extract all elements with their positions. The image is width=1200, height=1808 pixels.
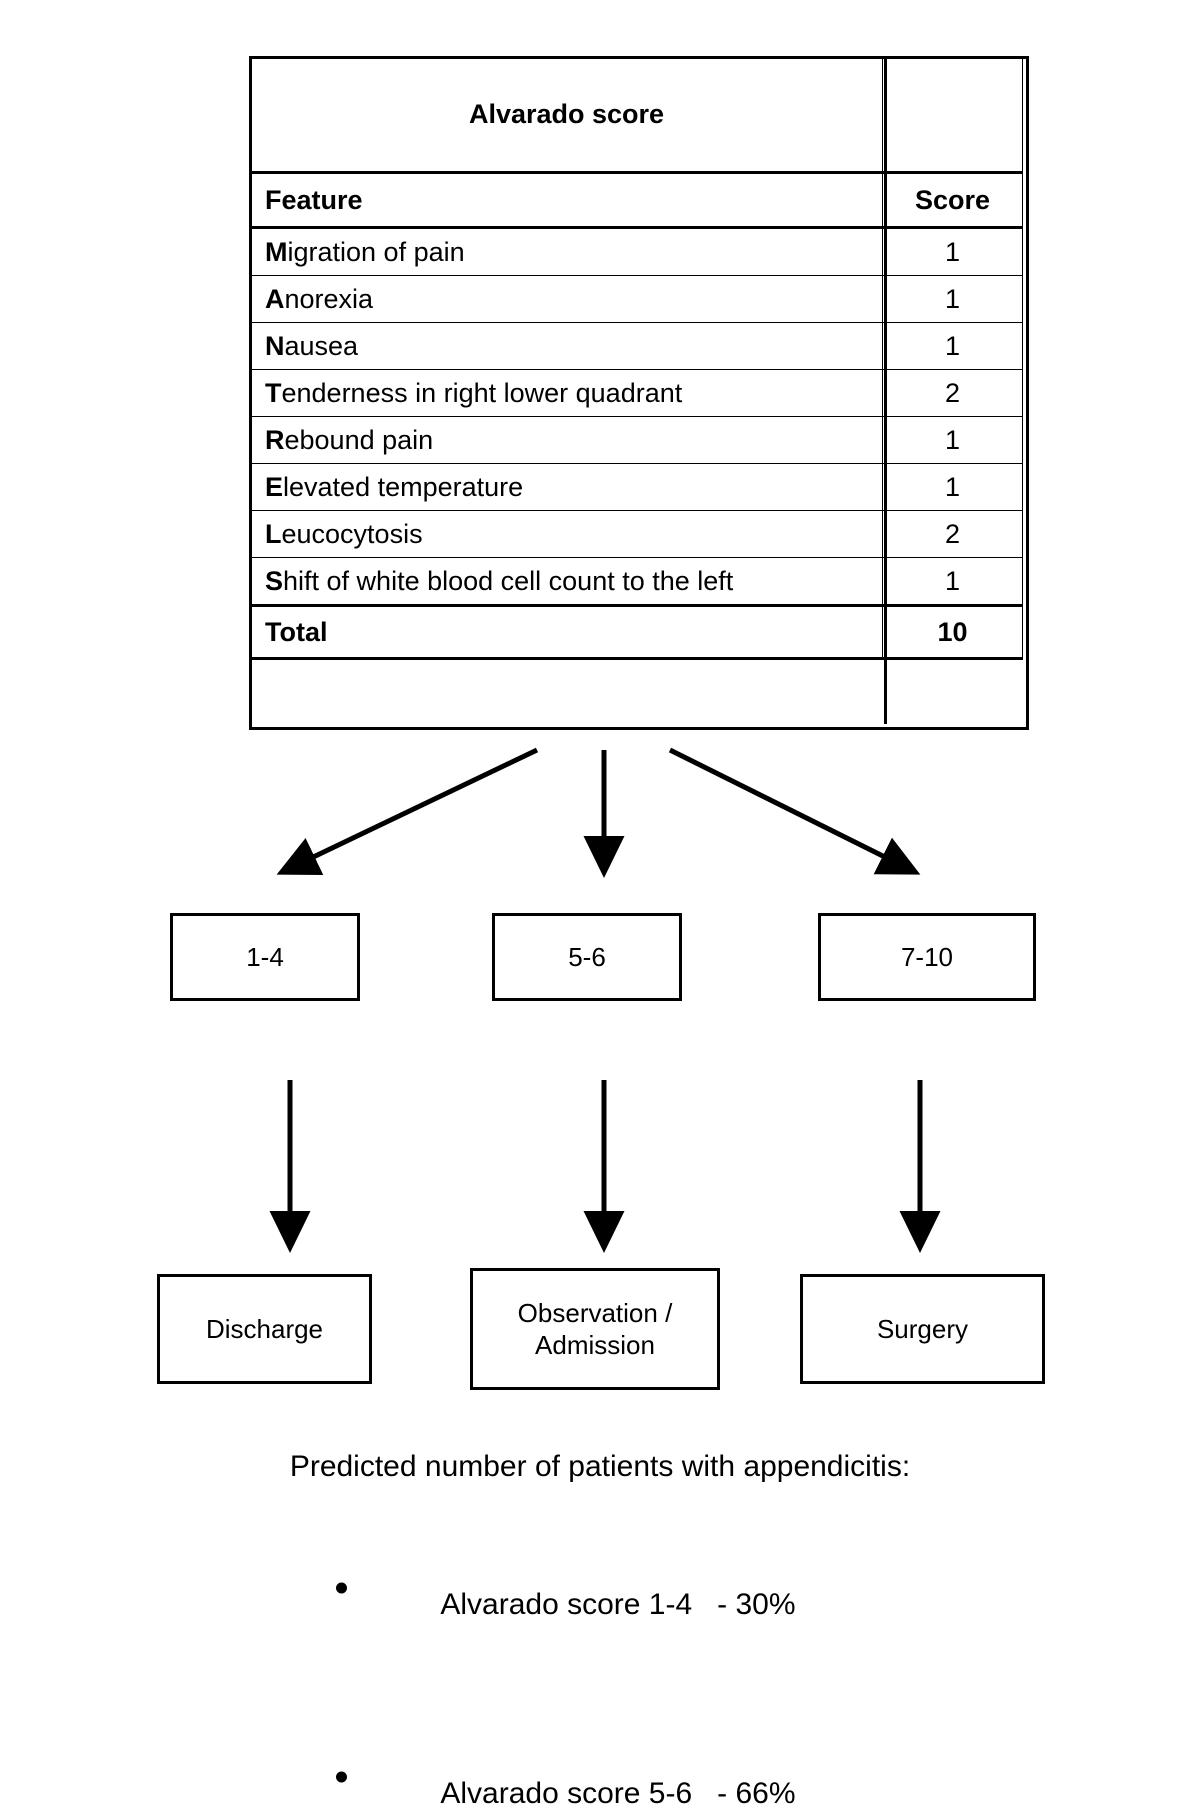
table-row: Rebound pain 1 [250, 416, 1023, 464]
table-row: Leucocytosis 2 [250, 510, 1023, 558]
feature-rest-rebound: ebound pain [284, 424, 434, 455]
score-cell-anorexia: 1 [882, 275, 1023, 323]
range-box-7-10[interactable]: 7-10 [818, 913, 1036, 1001]
score-cell-shift-left: 1 [882, 557, 1023, 606]
table-title-blank-cell [882, 57, 1023, 173]
alvarado-score-table: Alvarado score Feature Score Migration o… [250, 57, 1023, 660]
total-score: 10 [882, 604, 1023, 660]
range-box-1-4-label: 1-4 [246, 941, 284, 972]
outcome-box-surgery-label: Surgery [876, 1313, 969, 1344]
outcome-box-observation-admission-label: Observation / Admission [518, 1297, 673, 1362]
score-cell-tenderness: 2 [882, 369, 1023, 417]
score-cell-elevated-temperature: 1 [882, 463, 1023, 511]
feature-cell-nausea: Nausea [250, 322, 883, 370]
score-cell-nausea: 1 [882, 322, 1023, 370]
feature-rest-shift-left: hift of white blood cell count to the le… [283, 565, 734, 596]
outcome-box-observation-admission[interactable]: Observation / Admission [470, 1268, 720, 1390]
arrow-branch-right [668, 747, 921, 875]
score-cell-migration: 1 [882, 227, 1023, 276]
column-header-feature: Feature [250, 171, 883, 229]
table-row: Migration of pain 1 [250, 227, 1023, 276]
feature-cell-migration: Migration of pain [250, 227, 883, 276]
outcome-box-surgery[interactable]: Surgery [800, 1274, 1045, 1384]
outcome-observation-line2: Admission [535, 1330, 655, 1360]
range-box-5-6[interactable]: 5-6 [492, 913, 682, 1001]
feature-rest-nausea: ausea [284, 330, 359, 361]
predicted-bullet-list: Alvarado score 1-4 - 30% Alvarado score … [330, 1520, 950, 1808]
feature-cell-rebound: Rebound pain [250, 416, 883, 464]
score-cell-leucocytosis: 2 [882, 510, 1023, 558]
feature-rest-elevated-temperature: levated temperature [283, 471, 524, 502]
feature-initial-m: M [265, 236, 288, 267]
feature-initial-t: T [265, 377, 282, 408]
table-title-row: Alvarado score [250, 57, 1023, 173]
feature-rest-migration: igration of pain [287, 236, 465, 267]
range-box-7-10-label: 7-10 [900, 941, 954, 972]
range-box-1-4[interactable]: 1-4 [170, 913, 360, 1001]
feature-initial-r: R [265, 424, 285, 455]
feature-initial-n: N [265, 330, 285, 361]
feature-cell-elevated-temperature: Elevated temperature [250, 463, 883, 511]
feature-cell-leucocytosis: Leucocytosis [250, 510, 883, 558]
bullet-text-1-4: Alvarado score 1-4 - 30% [440, 1588, 796, 1621]
table-header-row: Feature Score [250, 171, 1023, 229]
arrow-branch-left [276, 747, 539, 875]
table-row: Shift of white blood cell count to the l… [250, 557, 1023, 606]
column-header-score: Score [882, 171, 1023, 229]
feature-cell-anorexia: Anorexia [250, 275, 883, 323]
feature-cell-tenderness: Tenderness in right lower quadrant [250, 369, 883, 417]
outcome-box-discharge-label: Discharge [205, 1313, 324, 1344]
outcome-observation-line1: Observation / [517, 1297, 673, 1328]
bullet-text-5-6: Alvarado score 5-6 - 66% [440, 1777, 796, 1808]
predicted-heading: Predicted number of patients with append… [289, 1450, 911, 1483]
table-row: Elevated temperature 1 [250, 463, 1023, 511]
feature-rest-tenderness: enderness in right lower quadrant [281, 377, 683, 408]
table-row: Nausea 1 [250, 322, 1023, 370]
feature-rest-anorexia: norexia [284, 283, 374, 314]
feature-rest-leucocytosis: eucocytosis [281, 518, 423, 549]
bullet-dot-icon [336, 1771, 347, 1783]
table-total-row: Total 10 [250, 604, 1023, 660]
feature-initial-a: A [265, 283, 285, 314]
list-item: Alvarado score 5-6 - 66% [330, 1709, 950, 1808]
feature-initial-l: L [265, 518, 282, 549]
list-item: Alvarado score 1-4 - 30% [330, 1520, 950, 1656]
feature-initial-s: S [265, 565, 284, 596]
total-label: Total [250, 604, 883, 660]
feature-cell-shift-left: Shift of white blood cell count to the l… [250, 557, 883, 606]
table-row: Anorexia 1 [250, 275, 1023, 323]
range-box-5-6-label: 5-6 [568, 941, 606, 972]
outcome-box-discharge[interactable]: Discharge [157, 1274, 372, 1384]
score-cell-rebound: 1 [882, 416, 1023, 464]
bullet-dot-icon [336, 1582, 347, 1594]
table-row: Tenderness in right lower quadrant 2 [250, 369, 1023, 417]
table-title: Alvarado score [250, 57, 883, 173]
feature-initial-e: E [265, 471, 284, 502]
